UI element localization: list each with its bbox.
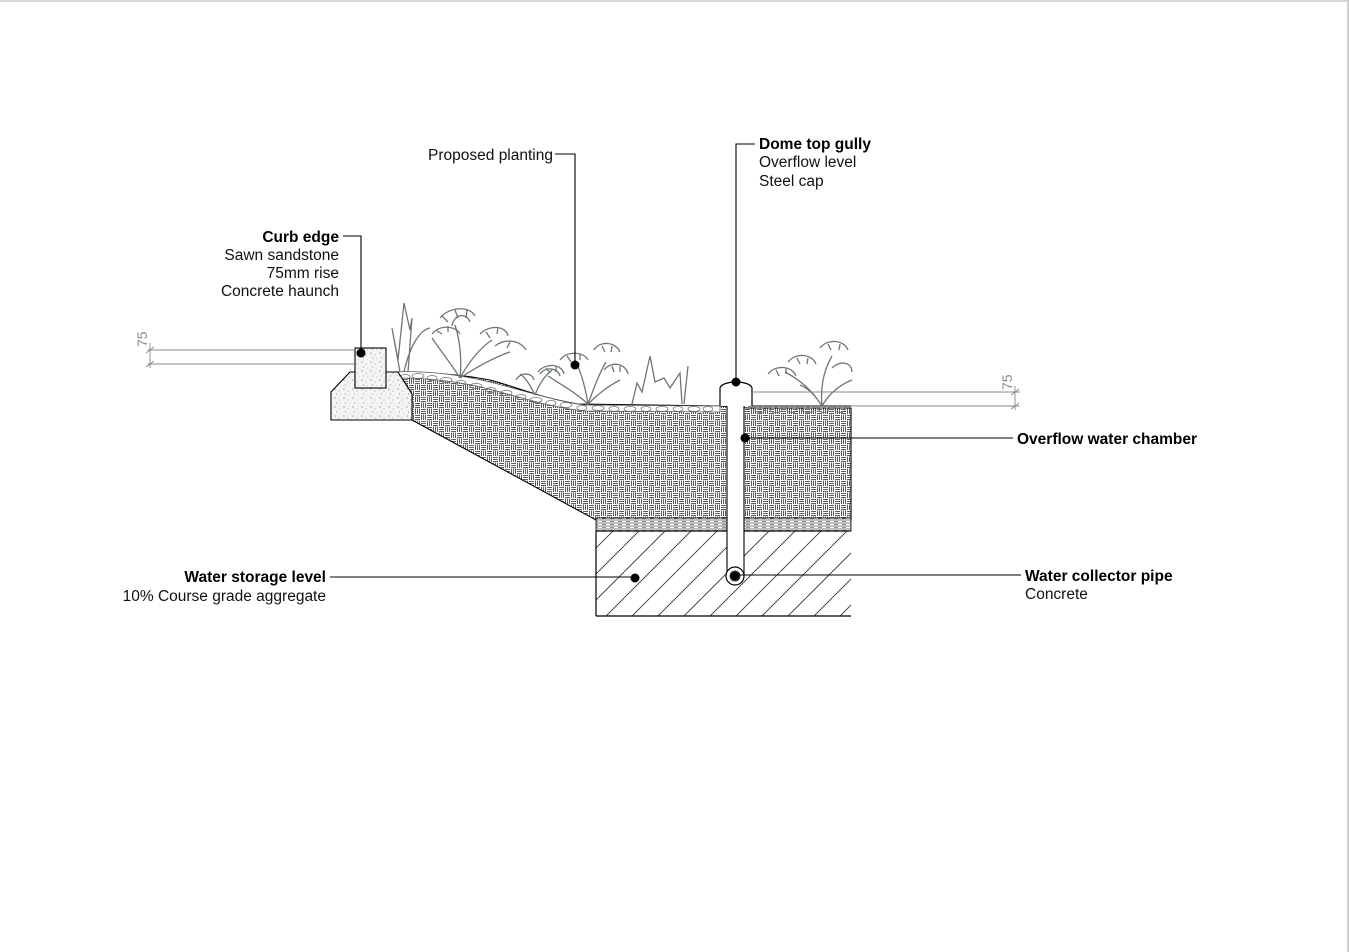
callout-proposed-planting: Proposed planting — [428, 147, 580, 370]
dome-top-gully-leader — [735, 143, 755, 382]
sheet-border-right — [1347, 0, 1349, 952]
water-storage-level-marker — [630, 573, 640, 583]
palm-plant-3 — [767, 340, 853, 407]
water-storage-level-line-1: 10% Course grade aggregate — [123, 588, 326, 605]
dimension-left-text: 75 — [134, 331, 150, 347]
proposed-planting-title: Proposed planting — [428, 147, 553, 164]
sheet-border-top — [0, 0, 1349, 2]
callout-curb-edge: Curb edge Sawn sandstone 75mm rise Concr… — [221, 229, 366, 358]
callout-water-storage-level: Water storage level 10% Course grade agg… — [123, 569, 640, 605]
concrete-haunch — [330, 371, 413, 421]
pebble-mulch — [388, 371, 721, 413]
curb-edge-marker — [356, 348, 366, 358]
palm-plant-1 — [431, 308, 527, 379]
curb-edge-line-3: Concrete haunch — [221, 283, 339, 300]
overflow-water-chamber-marker — [740, 433, 750, 443]
dimension-left: 75 — [134, 331, 355, 368]
grass-tuft-left — [391, 302, 431, 373]
dome-top-gully-line-1: Overflow level — [759, 154, 856, 171]
dimension-right: 75 — [752, 374, 1020, 410]
callout-overflow-water-chamber: Overflow water chamber — [740, 431, 1197, 448]
proposed-planting-marker — [570, 360, 580, 370]
dome-top-gully-title: Dome top gully — [759, 136, 871, 153]
filter-media-layer — [399, 373, 852, 521]
water-collector-pipe-marker — [730, 571, 740, 581]
grass-tuft-mid — [631, 355, 689, 405]
water-storage-level-title: Water storage level — [184, 569, 326, 586]
curb-edge-title: Curb edge — [262, 229, 339, 246]
callout-water-collector-pipe: Water collector pipe Concrete — [730, 568, 1173, 603]
dome-top-gully-line-2: Steel cap — [759, 173, 824, 190]
palm-plant-2 — [537, 342, 629, 405]
curb-edge-leader — [343, 235, 362, 353]
dome-top-gully-marker — [731, 377, 741, 387]
overflow-water-chamber-title: Overflow water chamber — [1017, 431, 1197, 448]
water-collector-pipe-title: Water collector pipe — [1025, 568, 1173, 585]
planting — [391, 302, 853, 407]
proposed-planting-leader — [555, 153, 576, 365]
gully-riser-pipe — [726, 391, 745, 577]
water-collector-pipe-line-1: Concrete — [1025, 586, 1088, 603]
palm-plant-4 — [515, 368, 561, 396]
dimension-right-text: 75 — [999, 374, 1015, 390]
curb-edge-line-2: 75mm rise — [267, 265, 339, 282]
section-layers — [330, 347, 852, 617]
transition-band — [595, 517, 852, 532]
callout-dome-top-gully: Dome top gully Overflow level Steel cap — [731, 136, 871, 387]
storage-aggregate-layer — [596, 531, 851, 616]
curb-edge-line-1: Sawn sandstone — [224, 247, 339, 264]
